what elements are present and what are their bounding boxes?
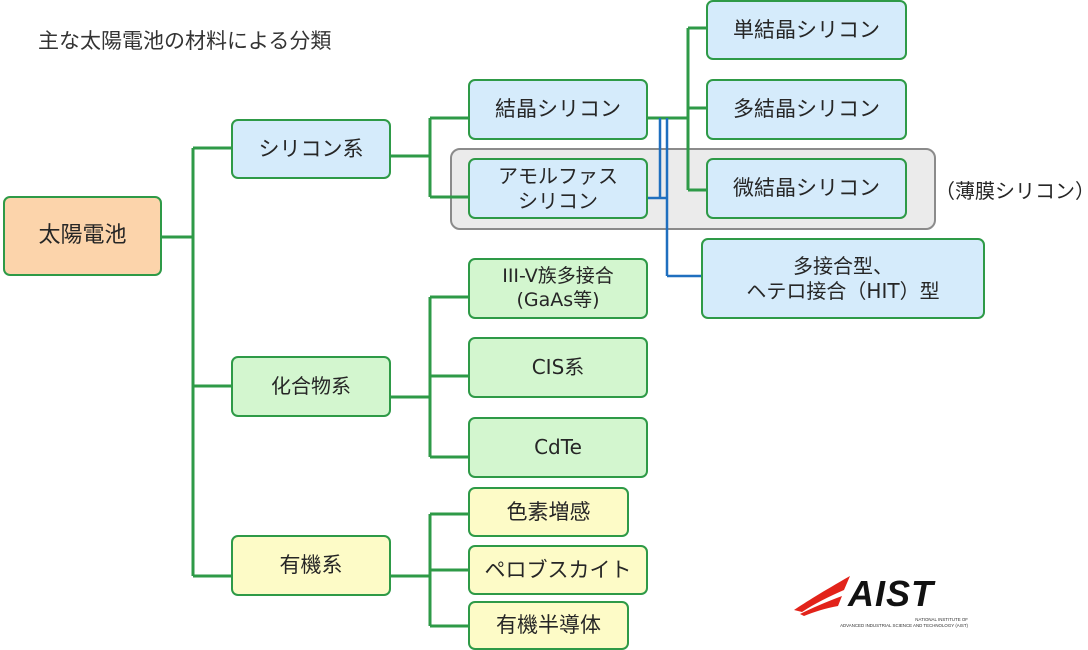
aist-logo: AIST NATIONAL INSTITUTE OF ADVANCED INDU…: [792, 572, 968, 634]
node-micro-silicon: 微結晶シリコン: [706, 158, 907, 219]
node-silicon: シリコン系: [231, 119, 391, 179]
node-cdte: CdTe: [468, 417, 648, 478]
aist-logo-text: AIST: [848, 573, 935, 614]
aist-logo-subtitle: NATIONAL INSTITUTE OF ADVANCED INDUSTRIA…: [840, 617, 968, 628]
node-multi-junction: 多接合型、 ヘテロ接合（HIT）型: [701, 238, 985, 319]
thin-film-silicon-label: （薄膜シリコン）: [935, 179, 1088, 203]
node-perovskite: ペロブスカイト: [468, 545, 648, 595]
connector-organic-types: [390, 512, 469, 628]
page-title: 主な太陽電池の材料による分類: [38, 29, 332, 53]
node-iii-v: III-V族多接合 (GaAs等): [468, 258, 648, 319]
node-organic: 有機系: [231, 535, 391, 596]
aist-swoosh-icon: [794, 576, 850, 616]
node-crystalline-silicon: 結晶シリコン: [468, 79, 648, 140]
node-compound: 化合物系: [231, 356, 391, 417]
connector-silicon-types: [390, 116, 469, 199]
connector-crystal-types: [647, 26, 707, 192]
node-amorphous-silicon: アモルファス シリコン: [468, 158, 648, 219]
node-solar-cell: 太陽電池: [3, 196, 162, 276]
node-organic-semiconductor: 有機半導体: [468, 601, 629, 650]
connector-compound-types: [390, 295, 469, 459]
node-poly-silicon: 多結晶シリコン: [706, 79, 907, 140]
node-dye-sensitized: 色素増感: [468, 487, 629, 537]
node-mono-silicon: 単結晶シリコン: [706, 0, 907, 60]
node-cis: CIS系: [468, 337, 648, 398]
connector-multi-junction: [647, 118, 702, 278]
